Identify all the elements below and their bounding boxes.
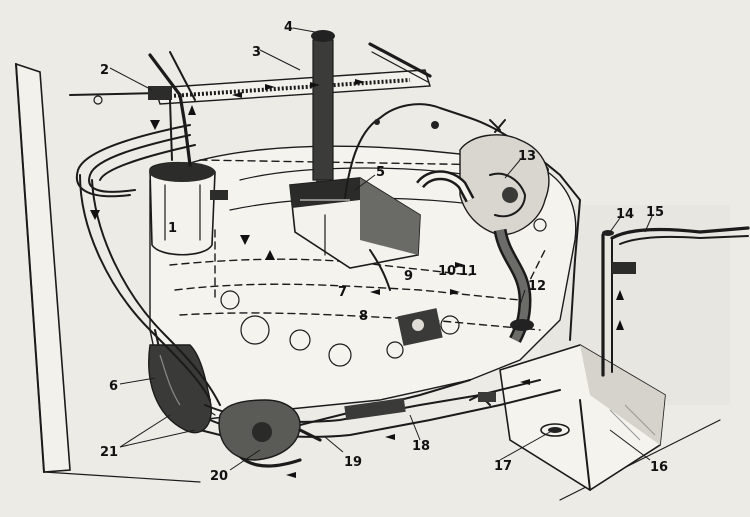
oil-pump-housing [148,344,212,434]
flow-arrows [90,79,624,478]
label-8: 8 [359,309,368,324]
fuel-transfer-pump [218,399,322,461]
filler-neck-column [311,30,335,194]
label-21: 21 [100,445,118,460]
label-20: 20 [210,469,228,484]
label-10: 10 [438,264,456,279]
label-13: 13 [518,149,536,164]
flexible-hose [493,228,534,343]
label-2: 2 [100,63,109,78]
label-12: 12 [528,279,546,294]
air-cleaner-crossbar [148,42,432,105]
leader-lines [109,27,653,471]
callout-labels: 2 3 4 5 1 6 7 8 9 10 11 12 13 14 15 16 1… [100,20,668,484]
label-7: 7 [338,285,347,300]
fuel-feed-pipe-left [69,86,192,167]
injection-pump [459,119,550,236]
tank-vent-pipes [601,226,750,377]
fuel-filter [149,161,228,256]
fuel-tank-lower [499,344,666,491]
label-16: 16 [650,460,668,475]
label-3: 3 [252,45,261,60]
label-15: 15 [646,205,664,220]
label-4: 4 [284,20,293,35]
label-5: 5 [376,165,385,180]
label-18: 18 [412,439,430,454]
fuel-priming-pump [397,308,443,346]
label-9: 9 [404,269,413,284]
bulkhead-panel [15,62,201,483]
label-14: 14 [616,207,634,222]
fuel-tank-upper [289,177,421,291]
label-17: 17 [494,459,512,474]
return-line-coil [75,124,221,406]
label-19: 19 [344,455,362,470]
label-6: 6 [109,379,118,394]
label-11: 11 [459,264,477,279]
intake-elbow [416,170,475,203]
label-1: 1 [168,221,177,236]
